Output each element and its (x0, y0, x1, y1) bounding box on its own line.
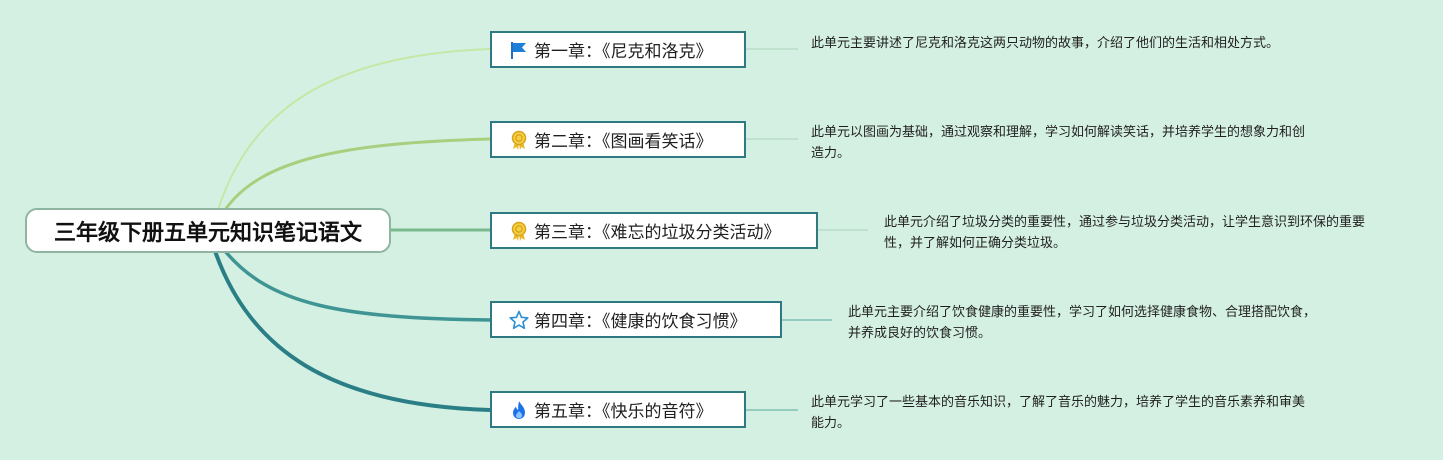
root-title: 三年级下册五单元知识笔记语文 (53, 220, 362, 246)
fire-icon (508, 399, 530, 421)
chapter-4-topic[interactable]: 第四章：《健康的饮食习惯》 (490, 301, 782, 338)
root-topic[interactable]: 三年级下册五单元知识笔记语文 (25, 208, 391, 253)
chapter-1-note: 此单元主要讲述了尼克和洛克这两只动物的故事，介绍了他们的生活和相处方式。 (811, 36, 1280, 51)
chapter-3-topic[interactable]: 第三章：《难忘的垃圾分类活动》 (490, 212, 818, 249)
ribbon-badge-icon (508, 129, 530, 151)
branch-link-4 (223, 249, 491, 322)
star-outline-icon (508, 309, 530, 331)
chapter-5-topic[interactable]: 第五章：《快乐的音符》 (490, 391, 746, 428)
chapter-3-label: 第三章：《难忘的垃圾分类活动》 (534, 223, 781, 243)
chapter-2-label: 第二章：《图画看笑话》 (534, 132, 713, 152)
chapter-5-label: 第五章：《快乐的音符》 (534, 402, 713, 422)
branch-link-2 (223, 137, 491, 211)
chapter-2-topic[interactable]: 第二章：《图画看笑话》 (490, 121, 746, 158)
chapter-5-note: 此单元学习了一些基本的音乐知识，了解了音乐的魅力，培养了学生的音乐素养和审美能力… (811, 395, 1306, 431)
branch-link-1 (217, 48, 491, 211)
chapter-2-note: 此单元以图画为基础，通过观察和理解，学习如何解读笑话，并培养学生的想象力和创造力… (811, 125, 1306, 161)
branch-link-5 (213, 250, 491, 412)
ribbon-badge-icon (508, 220, 530, 242)
chapter-4-note: 此单元主要介绍了饮食健康的重要性，学习了如何选择健康食物、合理搭配饮食，并养成良… (848, 305, 1317, 341)
chapter-3-note: 此单元介绍了垃圾分类的重要性，通过参与垃圾分类活动，让学生意识到环保的重要性，并… (884, 215, 1366, 251)
flag-icon (508, 39, 530, 61)
chapter-1-topic[interactable]: 第一章：《尼克和洛克》 (490, 31, 746, 68)
chapter-4-label: 第四章：《健康的饮食习惯》 (534, 312, 747, 332)
chapter-1-label: 第一章：《尼克和洛克》 (534, 42, 713, 62)
